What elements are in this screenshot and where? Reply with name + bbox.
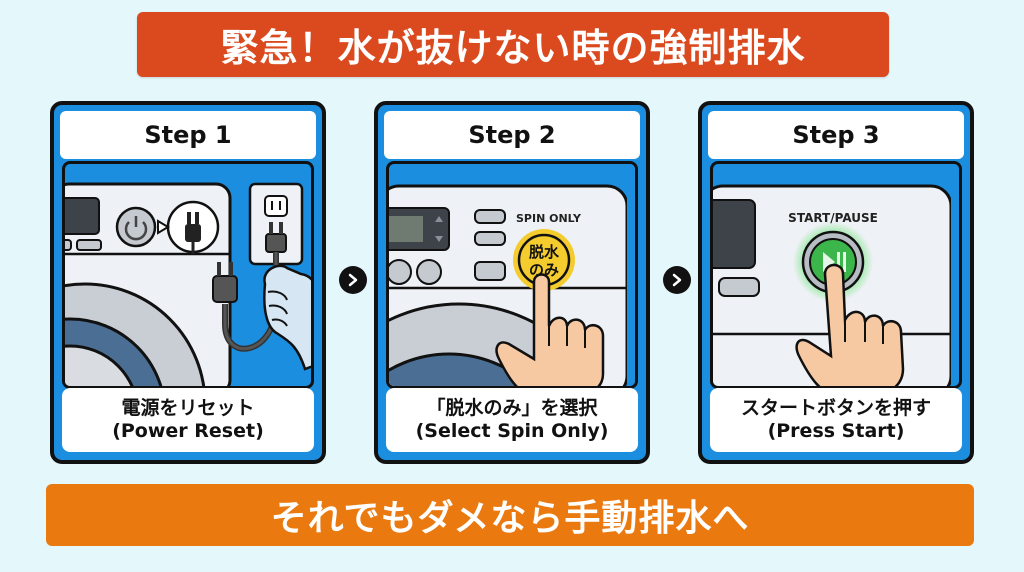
step-1-header: Step 1 bbox=[60, 111, 316, 159]
step-1-caption: 電源をリセット (Power Reset) bbox=[62, 388, 314, 452]
start-pause-label: START/PAUSE bbox=[788, 211, 878, 225]
step-1-panel: Step 1 bbox=[50, 101, 326, 464]
footer-text: それでもダメなら手動排水へ bbox=[270, 498, 750, 539]
step-2-illustration: SPIN ONLY 脱水 のみ bbox=[386, 161, 638, 389]
title-banner: 緊急！水が抜けない時の強制排水 bbox=[137, 12, 889, 77]
power-icon bbox=[115, 206, 157, 248]
plug-bubble-icon bbox=[157, 200, 220, 254]
step-2-caption: 「脱水のみ」を選択 (Select Spin Only) bbox=[386, 388, 638, 452]
step-2-title: Step 2 bbox=[468, 121, 556, 149]
svg-text:脱水: 脱水 bbox=[529, 243, 560, 261]
step-3-title: Step 3 bbox=[792, 121, 880, 149]
step-2-panel: Step 2 SPIN ONLY 脱水 のみ bbox=[374, 101, 650, 464]
step-1-illustration bbox=[62, 161, 314, 389]
start-pause-button bbox=[793, 222, 873, 302]
step-1-caption-en: (Power Reset) bbox=[112, 420, 264, 442]
chevron-right-icon bbox=[663, 266, 691, 294]
plug-icon bbox=[212, 262, 238, 303]
step-1-caption-jp: 電源をリセット bbox=[121, 397, 255, 420]
pointing-hand-icon bbox=[495, 273, 605, 386]
step-2-caption-jp: 「脱水のみ」を選択 bbox=[426, 397, 598, 420]
step-3-caption-jp: スタートボタンを押す bbox=[740, 397, 931, 420]
step-2-header: Step 2 bbox=[384, 111, 640, 159]
chevron-right-icon bbox=[339, 266, 367, 294]
svg-text:のみ: のみ bbox=[529, 261, 559, 279]
step-3-caption-en: (Press Start) bbox=[767, 420, 905, 442]
gloved-hand-icon bbox=[263, 264, 311, 371]
step-3-caption: スタートボタンを押す (Press Start) bbox=[710, 388, 962, 452]
wall-outlet-icon bbox=[248, 182, 304, 266]
step-2-caption-en: (Select Spin Only) bbox=[415, 420, 609, 442]
step-3-illustration: START/PAUSE bbox=[710, 161, 962, 389]
footer-banner: それでもダメなら手動排水へ bbox=[46, 484, 974, 546]
pointing-hand-icon bbox=[795, 263, 905, 386]
spin-only-button: 脱水 のみ bbox=[513, 229, 575, 291]
step-1-title: Step 1 bbox=[144, 121, 232, 149]
spin-only-label: SPIN ONLY bbox=[516, 212, 582, 225]
step-3-header: Step 3 bbox=[708, 111, 964, 159]
page-title: 緊急！水が抜けない時の強制排水 bbox=[220, 26, 806, 70]
step-3-panel: Step 3 START/PAUSE bbox=[698, 101, 974, 464]
